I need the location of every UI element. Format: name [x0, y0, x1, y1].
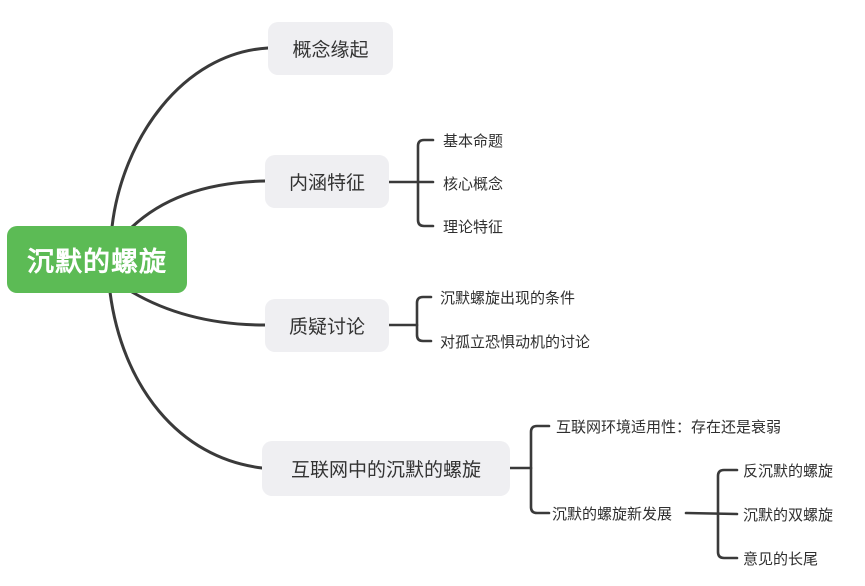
subtopic-anti-spiral[interactable]: 反沉默的螺旋 [743, 462, 834, 480]
subtopic-basic-proposition[interactable]: 基本命题 [443, 132, 504, 150]
subtopic-double-spiral[interactable]: 沉默的双螺旋 [743, 506, 834, 524]
edge-root-to-internet [108, 290, 264, 470]
subtopic-conditions-of-spiral[interactable]: 沉默螺旋出现的条件 [440, 289, 576, 307]
branch-concept-origin[interactable]: 概念缘起 [268, 22, 393, 75]
edge-connotation-trunk [416, 138, 435, 228]
edge-root-to-connotation [130, 179, 267, 229]
subtopic-fear-of-isolation-discussion[interactable]: 对孤立恐惧动机的讨论 [440, 333, 591, 351]
subtopic-internet-applicability[interactable]: 互联网环境适用性：存在还是衰弱 [556, 418, 782, 436]
subtopic-theoretical-features[interactable]: 理论特征 [443, 218, 504, 236]
edge-newdev-trunk [716, 468, 739, 560]
subtopic-core-concept[interactable]: 核心概念 [443, 175, 504, 193]
edge-root-to-question [130, 290, 267, 327]
branch-question-discussion[interactable]: 质疑讨论 [265, 299, 389, 352]
edge-newdev-trunk-horizontal [684, 511, 739, 516]
branch-internet-spiral[interactable]: 互联网中的沉默的螺旋 [262, 441, 510, 496]
branch-connotation-features[interactable]: 内涵特征 [265, 155, 389, 208]
subtopic-long-tail-of-opinion[interactable]: 意见的长尾 [743, 550, 819, 568]
root-topic-spiral-of-silence[interactable]: 沉默的螺旋 [7, 226, 187, 293]
edge-internet-trunk [529, 424, 551, 515]
edge-question-trunk [415, 295, 433, 343]
edge-root-to-concept-origin [110, 46, 270, 229]
subtopic-new-developments[interactable]: 沉默的螺旋新发展 [552, 505, 673, 523]
